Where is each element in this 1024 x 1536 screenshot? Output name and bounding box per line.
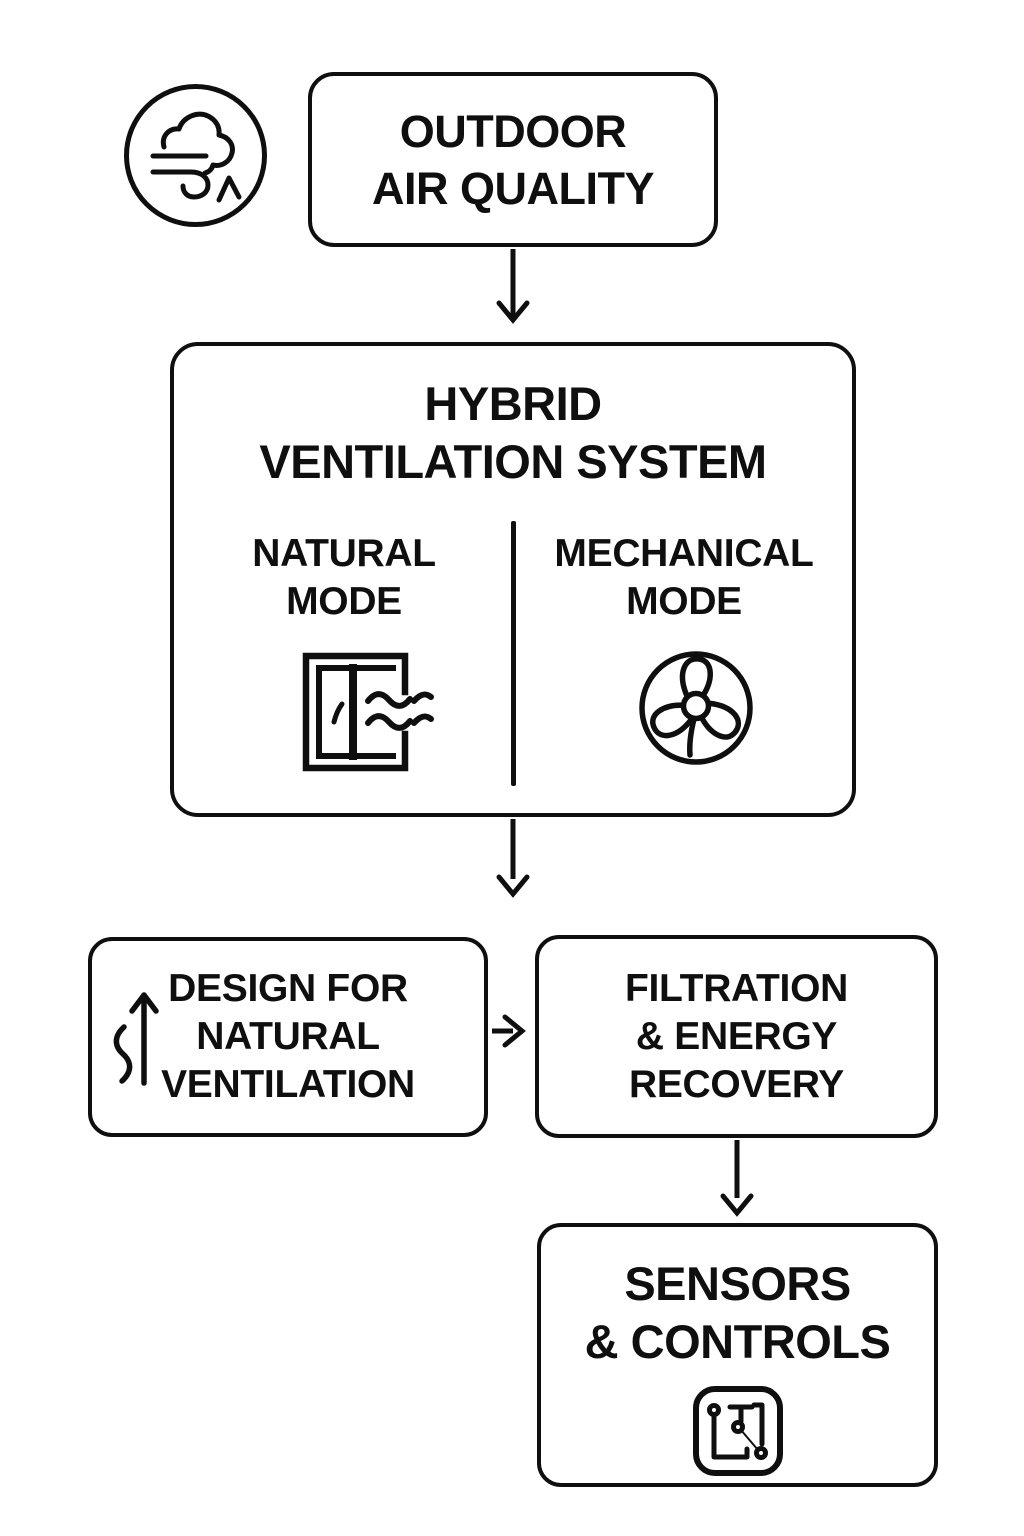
node-label-line: NATURAL bbox=[252, 532, 436, 575]
arrow-outdoor-to-hybrid bbox=[496, 249, 530, 324]
node-sensors-controls: SENSORS & CONTROLS bbox=[537, 1223, 938, 1487]
node-design-for-natural-ventilation: DESIGN FOR NATURAL VENTILATION bbox=[88, 937, 488, 1137]
node-label-line: FILTRATION bbox=[624, 966, 848, 1010]
node-label-line: MECHANICAL bbox=[554, 532, 814, 575]
hybrid-title: HYBRID VENTILATION SYSTEM bbox=[259, 375, 767, 491]
rising-air-arrow-icon bbox=[104, 983, 168, 1093]
node-filtration-energy-recovery: FILTRATION & ENERGY RECOVERY bbox=[535, 935, 938, 1138]
node-label-line: MODE bbox=[626, 580, 742, 623]
node-label-line: HYBRID bbox=[424, 377, 602, 430]
node-hybrid-ventilation-system: HYBRID VENTILATION SYSTEM NATURAL MODE M… bbox=[170, 342, 856, 817]
node-label-line: DESIGN FOR bbox=[168, 967, 408, 1010]
arrow-filtration-to-sensors bbox=[720, 1140, 754, 1217]
node-label-line: & CONTROLS bbox=[584, 1315, 891, 1368]
arrow-hybrid-to-lower-row bbox=[496, 819, 530, 898]
natural-mode-label: NATURAL MODE bbox=[184, 530, 504, 626]
node-label-line: OUTDOOR bbox=[399, 105, 627, 157]
node-label-line: RECOVERY bbox=[628, 1062, 845, 1106]
mechanical-mode-label: MECHANICAL MODE bbox=[519, 530, 849, 626]
fan-icon bbox=[637, 649, 755, 767]
mode-divider-line bbox=[511, 521, 516, 786]
wind-cloud-icon bbox=[123, 83, 268, 228]
node-label-line: AIR QUALITY bbox=[372, 162, 655, 214]
node-label-line: MODE bbox=[286, 580, 402, 623]
arrow-design-to-filtration bbox=[492, 1014, 526, 1048]
node-label-line: & ENERGY bbox=[635, 1014, 838, 1058]
circuit-board-icon bbox=[690, 1383, 786, 1479]
node-label-line: VENTILATION bbox=[161, 1063, 415, 1106]
node-label-line: NATURAL bbox=[196, 1015, 380, 1058]
node-outdoor-air-quality: OUTDOOR AIR QUALITY bbox=[308, 72, 718, 247]
node-label-line: VENTILATION SYSTEM bbox=[259, 435, 767, 488]
open-window-airflow-icon bbox=[296, 646, 438, 774]
node-label-line: SENSORS bbox=[624, 1257, 851, 1310]
